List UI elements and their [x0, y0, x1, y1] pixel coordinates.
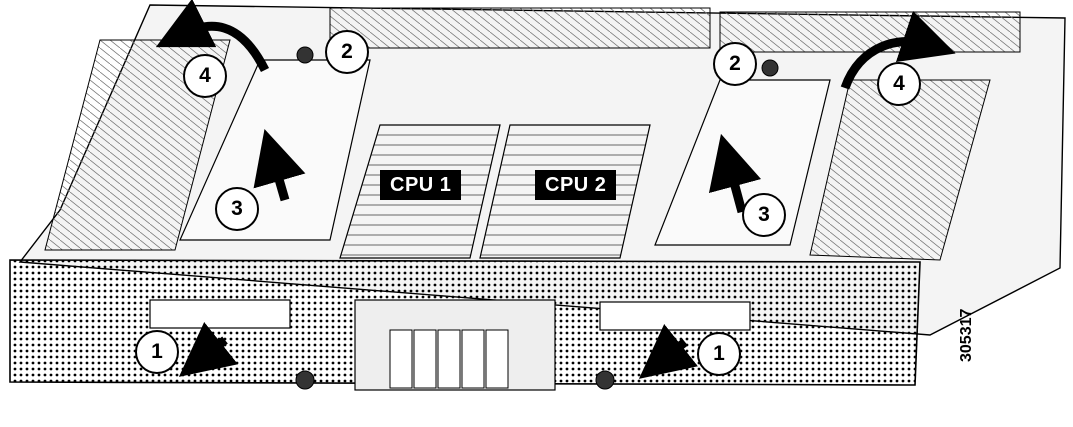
callout-2-left: 2	[325, 30, 369, 74]
arrow-step4-right	[840, 10, 956, 90]
callout-2-right: 2	[713, 42, 757, 86]
callout-3-right: 3	[742, 193, 786, 237]
cpu1-label: CPU 1	[380, 170, 462, 200]
arrow-step4-left	[155, 0, 270, 73]
callout-1-left: 1	[135, 330, 179, 374]
figure-id: 305317	[958, 308, 975, 362]
cpu2-label: CPU 2	[535, 170, 617, 200]
callout-4-right: 4	[877, 62, 921, 106]
callout-4-left: 4	[183, 54, 227, 98]
callout-1-right: 1	[697, 332, 741, 376]
arrow-step1-left	[178, 322, 238, 377]
front-drive-slots	[389, 329, 509, 389]
arrow-step3-right	[708, 133, 762, 214]
callout-3-left: 3	[215, 187, 259, 231]
arrow-step3-left	[253, 129, 306, 202]
arrow-step1-right	[638, 324, 698, 379]
dimm-bank-right	[809, 79, 991, 261]
thumbscrews	[295, 46, 779, 390]
